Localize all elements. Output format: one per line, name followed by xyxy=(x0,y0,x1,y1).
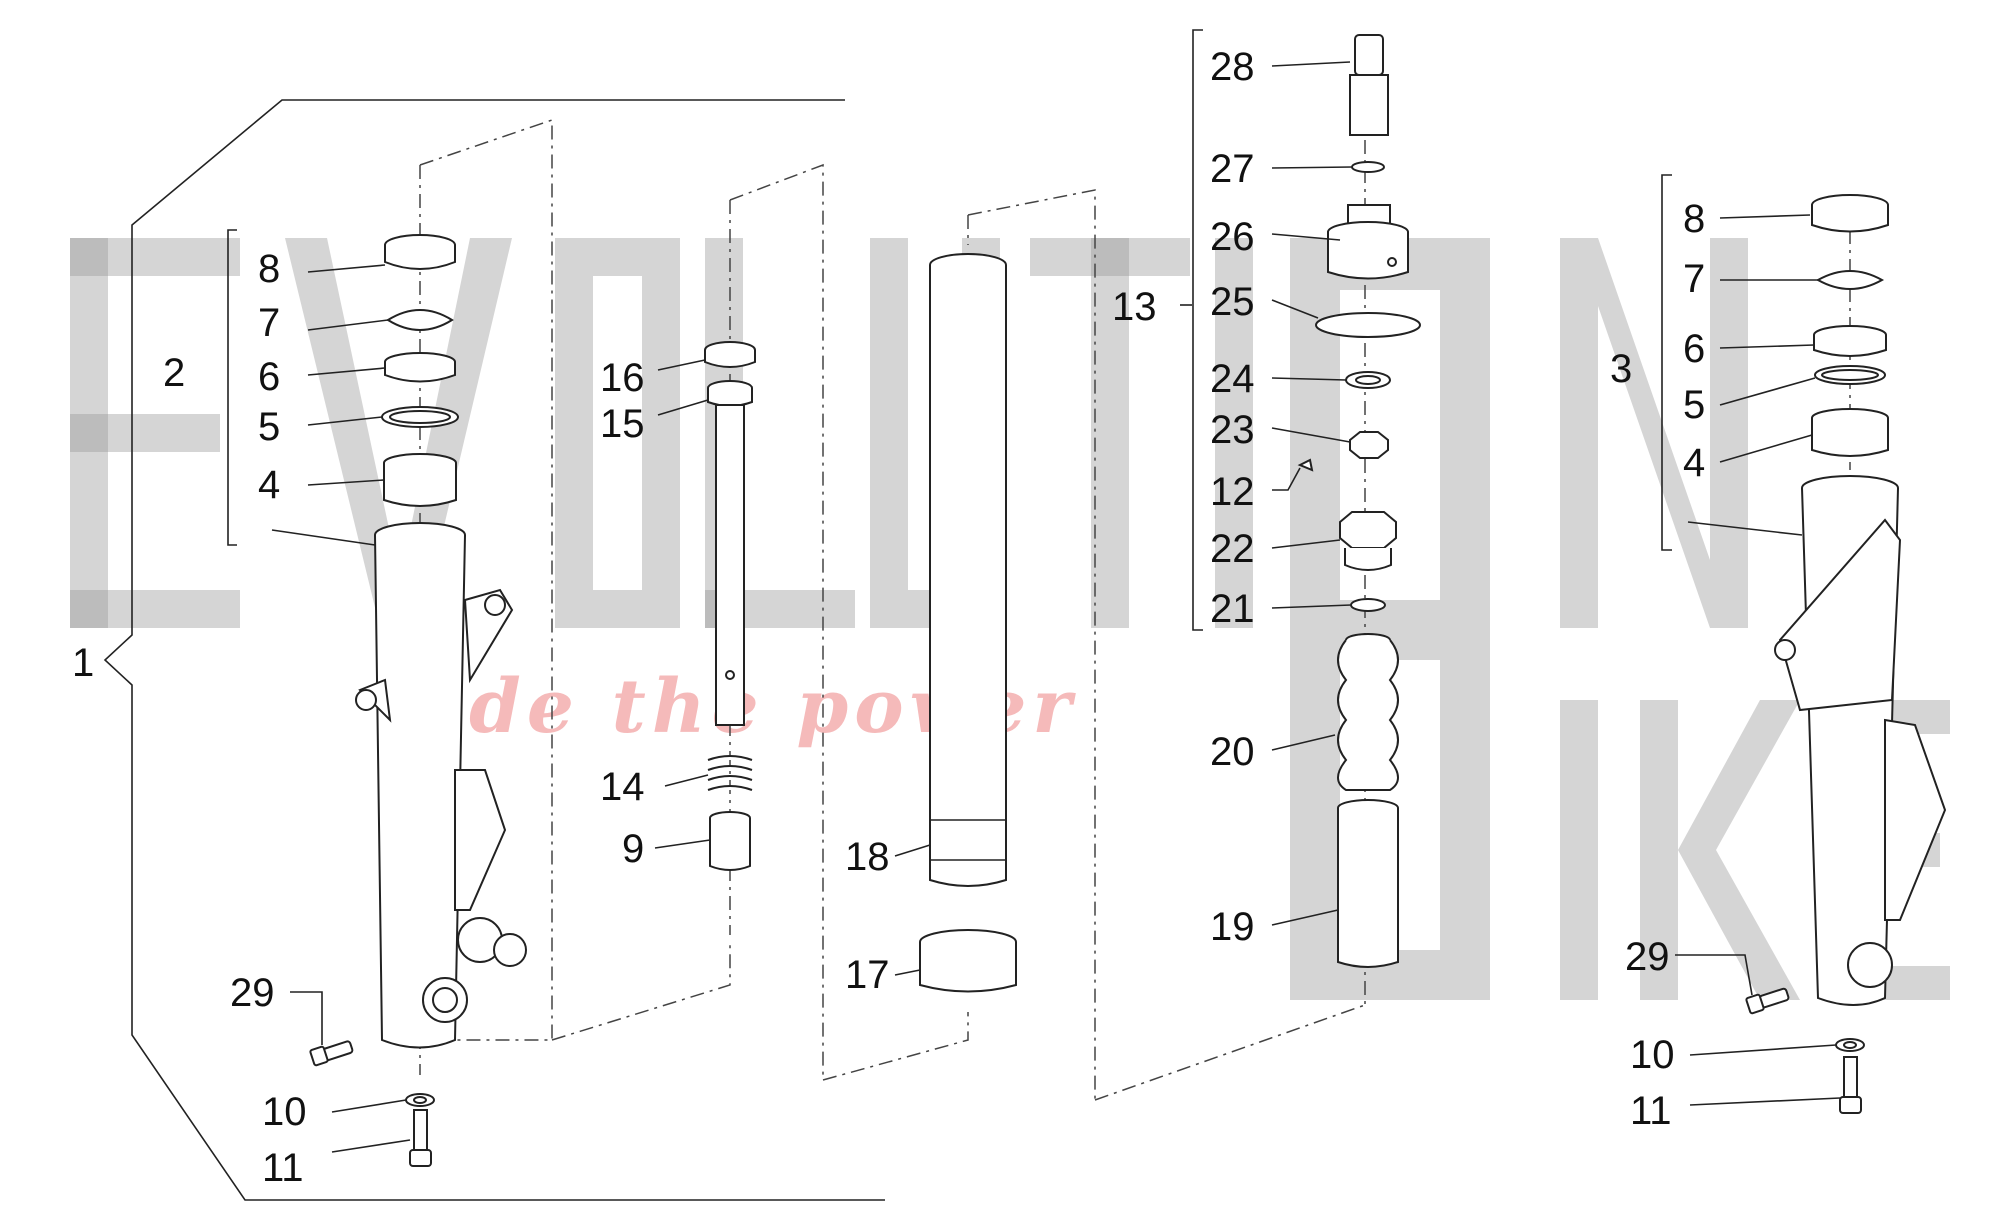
frame-lines xyxy=(103,29,1672,1201)
callout-17: 17 xyxy=(845,953,890,997)
callout-19: 19 xyxy=(1210,905,1255,949)
callout-11-right: 11 xyxy=(1630,1089,1672,1133)
callout-18: 18 xyxy=(845,835,890,879)
callout-20: 20 xyxy=(1210,730,1255,774)
watermark-letter-n xyxy=(1560,238,1748,628)
leader-lines xyxy=(271,61,1841,1153)
callout-21: 21 xyxy=(1210,587,1255,631)
callout-1: 1 xyxy=(72,641,94,685)
callout-2: 2 xyxy=(163,351,185,395)
callout-23: 23 xyxy=(1210,408,1255,452)
callout-3: 3 xyxy=(1610,347,1632,391)
watermark: ride the power xyxy=(70,238,1950,1000)
fork-tube xyxy=(919,253,1017,993)
callout-14: 14 xyxy=(600,765,645,809)
watermark-letter-t xyxy=(1030,238,1190,628)
callout-4: 4 xyxy=(258,463,280,507)
watermark-letter-o xyxy=(555,238,680,628)
callout-16: 16 xyxy=(600,356,645,400)
callout-labels: 1 2 8 7 6 5 4 29 10 11 16 15 14 9 18 17 … xyxy=(72,45,1705,1190)
callout-10-right: 10 xyxy=(1630,1033,1675,1077)
callout-5-right: 5 xyxy=(1683,383,1705,427)
callout-11: 11 xyxy=(262,1146,304,1190)
callout-8: 8 xyxy=(258,247,280,291)
watermark-letter-v xyxy=(285,238,512,628)
callout-12: 12 xyxy=(1210,470,1255,514)
callout-7-right: 7 xyxy=(1683,257,1705,301)
callout-25: 25 xyxy=(1210,280,1255,324)
left-fork-slider xyxy=(309,234,527,1167)
callout-24: 24 xyxy=(1210,357,1255,401)
callout-4-right: 4 xyxy=(1683,441,1705,485)
callout-13: 13 xyxy=(1112,285,1157,329)
callout-8-right: 8 xyxy=(1683,197,1705,241)
callout-28: 28 xyxy=(1210,45,1255,89)
callout-6-right: 6 xyxy=(1683,327,1705,371)
callout-9: 9 xyxy=(622,827,644,871)
callout-29-right: 29 xyxy=(1625,935,1670,979)
damper-rod-parts xyxy=(704,341,756,871)
callout-26: 26 xyxy=(1210,215,1255,259)
callout-5: 5 xyxy=(258,405,280,449)
watermark-letter-e xyxy=(70,238,240,628)
callout-22: 22 xyxy=(1210,527,1255,571)
callout-27: 27 xyxy=(1210,147,1255,191)
callout-10: 10 xyxy=(262,1090,307,1134)
callout-15: 15 xyxy=(600,402,645,446)
right-fork-slider xyxy=(1745,194,1947,1114)
watermark-letter-i xyxy=(1215,238,1253,628)
cartridge-parts xyxy=(1297,34,1421,968)
callout-6: 6 xyxy=(258,355,280,399)
callout-7: 7 xyxy=(258,301,280,345)
callout-29: 29 xyxy=(230,971,275,1015)
